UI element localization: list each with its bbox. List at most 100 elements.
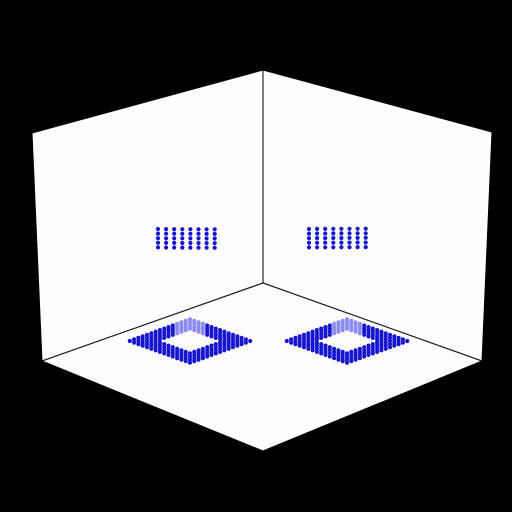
wall-dot: [331, 231, 336, 236]
floor-dot: [200, 349, 205, 354]
floor-dot: [213, 345, 218, 350]
floor-dot: [357, 352, 362, 357]
floor-dot: [306, 331, 311, 336]
wall-dot: [347, 231, 352, 236]
wall-dot: [172, 236, 177, 241]
floor-dot: [353, 357, 358, 362]
wall-dot: [323, 226, 328, 231]
floor-dot: [209, 334, 214, 339]
floor-dot: [387, 335, 393, 340]
floor-dot: [344, 323, 350, 328]
floor-dot: [332, 349, 337, 354]
wall-dot: [331, 245, 336, 250]
wall-dot: [212, 241, 217, 246]
floor-dot: [239, 335, 244, 340]
floor-dot: [200, 325, 205, 330]
floor-dot: [187, 323, 193, 328]
floor-dot: [319, 345, 324, 350]
wall-dot: [172, 231, 177, 236]
floor-dot: [218, 334, 223, 339]
floor-dot: [179, 329, 184, 334]
floor-dot: [349, 325, 354, 330]
floor-dot: [213, 342, 218, 347]
floor-dot: [306, 337, 311, 342]
floor-dot: [170, 332, 175, 337]
floor-dot: [323, 349, 328, 354]
floor-dot: [379, 335, 384, 340]
wall-dot: [188, 245, 193, 250]
floor-dot: [297, 343, 302, 348]
wall-dot: [363, 245, 368, 250]
wall-dot: [331, 235, 336, 241]
floor-dot: [323, 331, 328, 336]
wall-dot: [355, 231, 360, 236]
wall-dot: [363, 235, 368, 240]
floor-dot: [175, 325, 180, 330]
floor-dot: [301, 332, 307, 337]
floor-dot: [297, 337, 302, 342]
floor-dot: [289, 337, 294, 342]
floor-dot: [183, 352, 188, 357]
floor-dot: [209, 343, 214, 348]
floor-dot: [200, 352, 205, 357]
floor-dot: [383, 331, 388, 336]
floor-dot: [327, 348, 332, 353]
floor-dot: [196, 348, 201, 353]
floor-dot: [222, 329, 227, 334]
wall-dot: [363, 231, 368, 236]
floor-dot: [349, 321, 354, 326]
floor-dot: [175, 349, 180, 354]
floor-dot: [314, 334, 319, 339]
floor-dot: [218, 349, 223, 354]
floor-dot: [179, 320, 184, 325]
floor-dot: [209, 325, 214, 330]
floor-dot: [353, 351, 358, 356]
floor-dot: [336, 357, 341, 362]
floor-dot: [405, 338, 410, 344]
floor-dot: [157, 337, 162, 342]
floor-dot: [353, 329, 358, 334]
floor-dot: [353, 354, 358, 359]
wall-block-left: [155, 226, 217, 250]
floor-dot: [375, 334, 380, 339]
floor-dot: [157, 340, 162, 345]
wall-dot: [306, 245, 312, 250]
floor-dot: [336, 323, 341, 328]
wall-dot: [315, 236, 320, 241]
floor-dot: [166, 325, 171, 330]
floor-dot: [366, 352, 371, 357]
floor-dot: [362, 332, 367, 337]
floor-dot: [379, 329, 384, 334]
floor-dot: [383, 340, 388, 345]
floor-dot: [157, 343, 162, 348]
wall-dot: [188, 231, 193, 236]
floor-dot: [226, 340, 231, 345]
floor-dot: [213, 332, 218, 337]
floor-dot: [162, 342, 167, 347]
floor-dot: [362, 354, 367, 359]
floor-dot: [222, 348, 227, 353]
floor-dot: [170, 345, 175, 350]
floor-dot: [196, 354, 201, 359]
wall-dot: [339, 240, 344, 245]
floor-dot: [353, 323, 358, 328]
floor-dot: [149, 340, 154, 345]
floor-dot: [179, 354, 184, 359]
floor-dot: [327, 332, 332, 337]
floor-dot: [336, 348, 341, 353]
floor-dot: [170, 326, 175, 331]
wall-dot: [172, 240, 177, 245]
floor-dot: [379, 345, 384, 350]
floor-dot: [396, 342, 401, 347]
floor-dot: [340, 318, 345, 323]
floor-dot: [370, 348, 375, 353]
floor-dot: [375, 346, 380, 351]
wall-dot: [347, 226, 352, 231]
floor-dot: [230, 338, 236, 344]
floor-dot: [179, 348, 184, 353]
wall-dot: [155, 231, 161, 236]
wall-dot: [204, 231, 209, 236]
floor-dot: [340, 352, 345, 357]
floor-dot: [332, 331, 337, 336]
floor-dot: [132, 340, 137, 345]
